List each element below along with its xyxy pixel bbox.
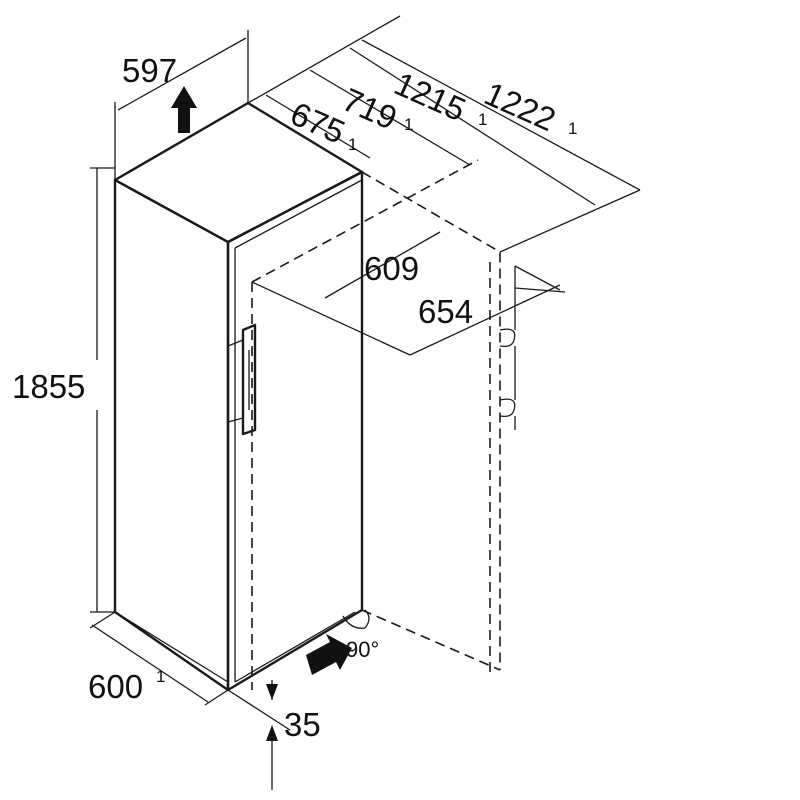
appliance-cabinet [113, 101, 364, 692]
door-handle [227, 323, 257, 436]
dim-1222-note: 1 [568, 119, 577, 138]
door-swing-outline [251, 159, 501, 690]
dim-1855: 1855 [12, 368, 85, 405]
ventilation-arrow-up [171, 86, 197, 133]
dimension-lines [89, 15, 641, 790]
dim-597: 597 [122, 52, 177, 89]
dim-675: 675 [285, 95, 350, 151]
plinth-arrows [266, 684, 278, 741]
dim-600-note: 1 [156, 667, 165, 686]
dim-600: 600 [88, 668, 143, 705]
dim-1215: 1215 [389, 65, 471, 129]
dim-654: 654 [418, 293, 473, 330]
airflow-arrow [306, 634, 352, 675]
dim-675-note: 1 [348, 135, 357, 154]
dim-door-angle: 90° [346, 637, 379, 662]
dim-35: 35 [284, 706, 321, 743]
dim-1222: 1222 [479, 75, 561, 139]
angle-arc [342, 609, 370, 629]
dim-609: 609 [364, 250, 419, 287]
wall-profile [499, 189, 641, 430]
dim-1215-note: 1 [478, 110, 487, 129]
dim-719-note: 1 [404, 115, 413, 134]
